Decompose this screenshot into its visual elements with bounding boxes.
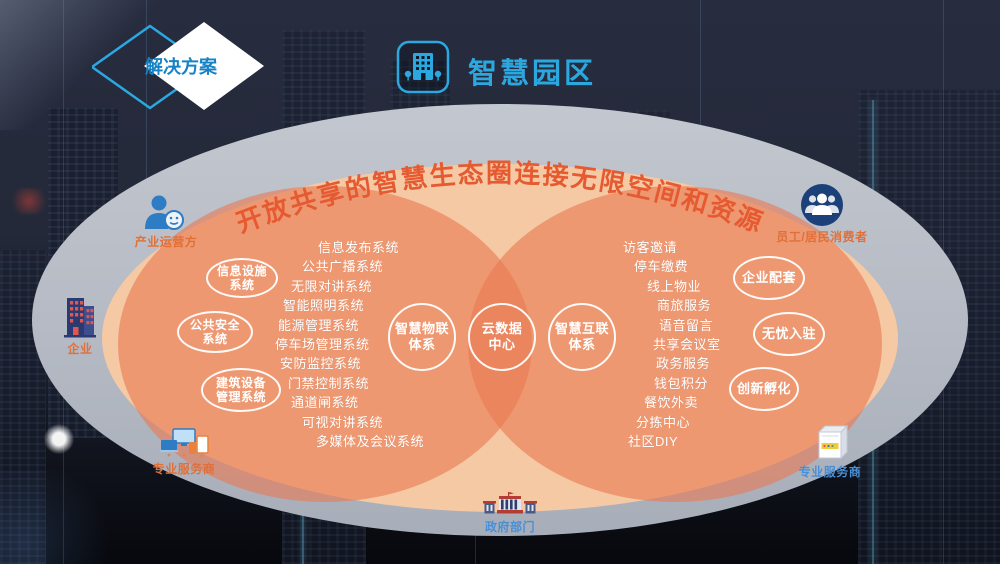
service-machine-icon: [817, 424, 849, 460]
park-icon-box: [396, 40, 450, 99]
actor-professional-service-provider-left: 专业服务商: [134, 428, 234, 477]
badge-label: 解决方案: [145, 56, 218, 77]
moon-glow: [44, 424, 74, 454]
actor-enterprise: 企业: [50, 296, 110, 357]
hub-label: 云数据: [481, 321, 523, 337]
list-item: 停车场管理系统: [275, 337, 370, 353]
circle-label: 建筑设备: [215, 375, 266, 390]
list-item: 商旅服务: [657, 298, 712, 314]
list-item: 社区DIY: [628, 434, 679, 450]
circle-label: 企业配套: [741, 270, 796, 286]
list-item: 停车缴费: [634, 259, 689, 275]
government-building-icon: [483, 492, 537, 514]
list-item: 公共广播系统: [302, 259, 384, 275]
actor-industry-operator: 产业运营方: [116, 194, 216, 250]
list-item: 门禁控制系统: [288, 375, 370, 391]
circle-label: 管理系统: [215, 390, 266, 404]
circle-label: 系统: [202, 332, 228, 346]
page-title: 智慧园区: [468, 58, 597, 90]
actor-professional-service-provider-right: 专业服务商: [788, 424, 872, 480]
smart-devices-icon: [159, 428, 209, 458]
circle-label: 公共安全: [189, 317, 240, 332]
list-item: 线上物业: [647, 278, 702, 294]
list-item: 餐饮外卖: [644, 395, 699, 411]
list-item: 信息发布系统: [318, 240, 400, 255]
list-item: 能源管理系统: [278, 317, 360, 333]
building-with-trees-icon: [396, 40, 450, 94]
operator-person-gear-icon: [145, 195, 184, 230]
corner-glow: [0, 470, 120, 564]
actor-label: 员工/居民消费者: [776, 230, 868, 244]
hub-label: 中心: [488, 337, 516, 352]
circle-enterprise-support: 企业配套: [733, 256, 805, 300]
list-item: 安防监控系统: [280, 356, 362, 372]
hub-smart-iot-system: 智慧物联 体系: [388, 303, 456, 371]
list-item: 访客邀请: [623, 240, 678, 255]
circle-innovation-incubation: 创新孵化: [729, 367, 799, 411]
list-item: 智能照明系统: [283, 298, 365, 314]
diamond-badge-icon: 解决方案: [89, 22, 264, 110]
people-group-icon: [801, 184, 843, 226]
left-systems-list: 信息发布系统 公共广播系统 无限对讲系统 智能照明系统 能源管理系统 停车场管理…: [275, 238, 424, 451]
red-sign-glow: [8, 188, 50, 214]
actor-employees-residents: 员工/居民消费者: [755, 183, 889, 245]
circle-label: 系统: [229, 278, 255, 292]
list-item: 通道闸系统: [291, 395, 359, 411]
circle-label: 创新孵化: [736, 381, 791, 397]
list-item: 分拣中心: [636, 414, 691, 430]
actor-label: 产业运营方: [134, 235, 198, 249]
hub-cloud-data-center: 云数据 中心: [468, 303, 536, 371]
hub-label: 体系: [408, 337, 436, 352]
circle-public-safety-system: 公共安全 系统: [177, 311, 253, 353]
list-item: 政务服务: [656, 356, 711, 372]
actor-government: 政府部门: [472, 492, 548, 535]
actor-label: 政府部门: [484, 520, 535, 534]
circle-worry-free-settlement: 无忧入驻: [753, 312, 825, 356]
circle-building-equipment-system: 建筑设备 管理系统: [201, 368, 281, 412]
actor-label: 专业服务商: [152, 462, 216, 476]
list-item: 共享会议室: [653, 337, 721, 353]
list-item: 语音留言: [659, 317, 714, 333]
circle-info-facility-system: 信息设施 系统: [206, 258, 278, 298]
solution-badge: 解决方案: [89, 20, 272, 117]
list-item: 多媒体及会议系统: [316, 434, 425, 450]
list-item: 钱包积分: [654, 375, 709, 391]
hub-label: 智慧互联: [554, 321, 609, 337]
office-building-icon: [64, 298, 96, 338]
circle-label: 信息设施: [216, 263, 267, 278]
hub-label: 智慧物联: [394, 321, 449, 337]
list-item: 无限对讲系统: [291, 278, 373, 294]
hub-smart-interconnect-system: 智慧互联 体系: [548, 303, 616, 371]
right-services-list: 访客邀请 停车缴费 线上物业 商旅服务 语音留言 共享会议室 政务服务 钱包积分…: [623, 238, 721, 451]
list-item: 可视对讲系统: [302, 414, 384, 430]
circle-label: 无忧入驻: [761, 326, 816, 342]
actor-label: 专业服务商: [798, 465, 862, 479]
actor-label: 企业: [67, 342, 93, 356]
hub-label: 体系: [568, 337, 596, 352]
